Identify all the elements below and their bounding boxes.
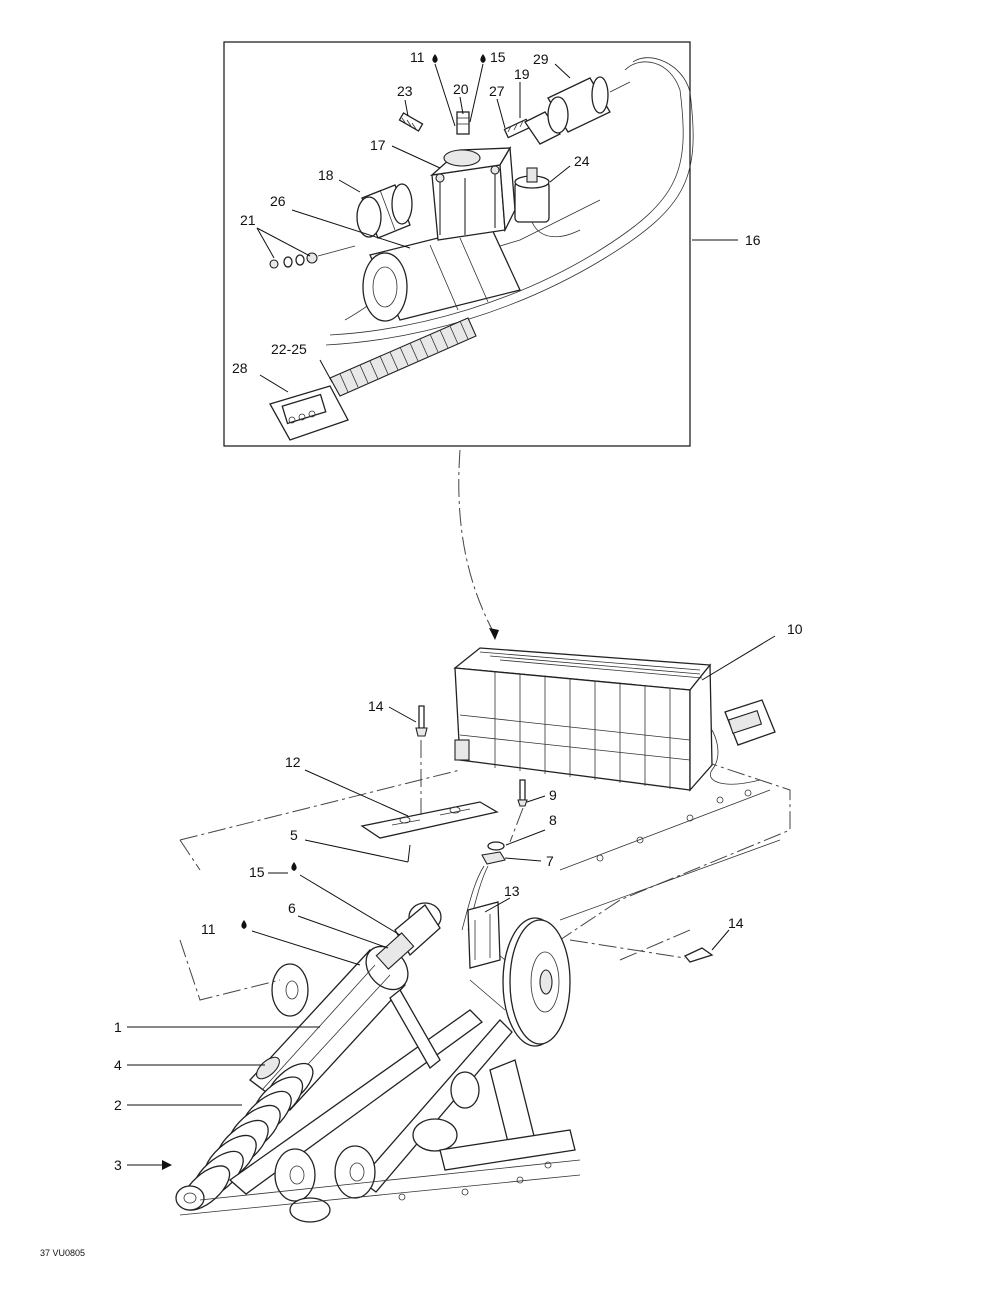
callout-labels: 11 15 29 23 20 27 19 17 24 18 26 21 16 2…	[40, 49, 803, 1258]
frame-rail-mid	[619, 929, 691, 961]
drop-icon	[432, 54, 438, 63]
bracket-12	[360, 801, 499, 839]
main-assembly	[127, 635, 791, 1223]
callout-15: 15	[490, 49, 506, 65]
screw-14-left	[415, 705, 428, 815]
lower-frame	[179, 939, 581, 1216]
callout-3: 3	[114, 1157, 122, 1173]
suspension-arm-c	[389, 989, 441, 1069]
callout-13: 13	[504, 883, 520, 899]
callout-14: 14	[728, 915, 744, 931]
callout-17: 17	[370, 137, 386, 153]
callout-23: 23	[397, 83, 413, 99]
detail-pointer-arrow	[458, 449, 496, 636]
inset-leaders	[256, 63, 738, 393]
main-leaders	[127, 635, 776, 1166]
frame-rail-left	[179, 839, 201, 871]
frame-rail-upper	[179, 769, 461, 841]
part-23	[398, 112, 424, 132]
callout-29: 29	[533, 51, 549, 67]
bracket-13	[467, 901, 501, 969]
callout-14: 14	[368, 698, 384, 714]
callout-9: 9	[549, 787, 557, 803]
solenoid-17	[429, 145, 516, 241]
callout-11: 11	[410, 49, 425, 65]
callout-24: 24	[574, 153, 590, 169]
module-10	[453, 647, 713, 792]
suspension-arm-a	[228, 1009, 483, 1195]
spring-2	[181, 1062, 314, 1211]
callout-27: 27	[489, 83, 505, 99]
callout-2: 2	[114, 1097, 122, 1113]
corrugated-harness	[329, 317, 477, 397]
callout-22-25: 22-25	[271, 341, 307, 357]
figure-code: 37 VU0805	[40, 1248, 85, 1258]
drive-wheel	[469, 917, 571, 1047]
callout-15: 15	[249, 864, 265, 880]
washer-8	[487, 841, 505, 851]
callout-5: 5	[290, 827, 298, 843]
wire-harness-loop-2	[325, 57, 694, 346]
module-connector	[710, 699, 776, 785]
drop-icon	[291, 862, 297, 871]
callout-12: 12	[285, 754, 301, 770]
hardware-21	[269, 245, 356, 269]
callout-7: 7	[546, 853, 554, 869]
callout-19: 19	[514, 66, 530, 82]
callout-16: 16	[745, 232, 761, 248]
callout-21: 21	[240, 212, 256, 228]
callout-6: 6	[288, 900, 296, 916]
nut-7	[481, 851, 506, 865]
callout-10: 10	[787, 621, 803, 637]
filter-29	[547, 76, 631, 134]
callout-18: 18	[318, 167, 334, 183]
frame-rail-body	[559, 789, 781, 921]
screw-14-right	[569, 939, 714, 963]
detail-inset	[223, 41, 738, 447]
part-20	[456, 111, 470, 135]
callout-11: 11	[201, 921, 216, 937]
callout-1: 1	[114, 1019, 122, 1035]
part-19	[524, 111, 561, 145]
wire-harness-loop	[329, 61, 684, 336]
screw-9	[509, 779, 528, 843]
arrowhead	[162, 1160, 172, 1170]
callout-20: 20	[453, 81, 469, 97]
connector-28	[269, 385, 349, 441]
callout-4: 4	[114, 1057, 122, 1073]
arrowhead	[489, 628, 499, 640]
callout-8: 8	[549, 812, 557, 828]
drop-icon	[480, 54, 486, 63]
cylinder-18	[356, 183, 413, 239]
callout-28: 28	[232, 360, 248, 376]
inset-frame	[223, 41, 691, 447]
drop-icon	[241, 920, 247, 929]
sensor-24	[514, 167, 581, 238]
shock-absorber	[175, 932, 415, 1211]
callout-26: 26	[270, 193, 286, 209]
